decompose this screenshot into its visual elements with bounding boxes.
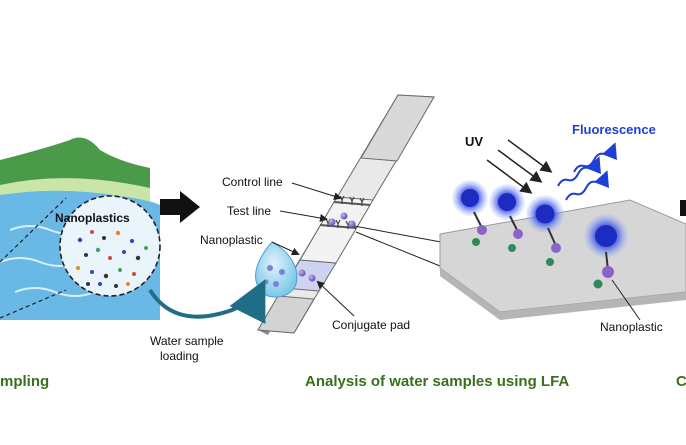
process-arrow-partial <box>680 200 686 216</box>
fluorescence-panel: UV Fluorescence Nanoplastic <box>439 122 686 334</box>
process-arrow <box>160 191 200 223</box>
caption-sampling: mpling <box>0 373 49 390</box>
nanoplastic-label: Nanoplastic <box>200 233 263 247</box>
zoom-line <box>355 231 441 267</box>
test-line-beads <box>328 212 356 228</box>
caption-right-edge: C <box>676 373 686 390</box>
caption-analysis: Analysis of water samples using LFA <box>305 373 569 390</box>
control-line-label: Control line <box>222 175 283 189</box>
absorbent-pad <box>360 94 435 162</box>
fluorescence-waves <box>557 142 617 201</box>
nanoplastics-zoom-circle <box>59 195 161 297</box>
nanoplastic-right-label: Nanoplastic <box>600 320 663 334</box>
uv-rays <box>486 139 553 194</box>
nanoplastics-label: Nanoplastics <box>55 211 130 225</box>
sample-pad <box>257 295 315 334</box>
particle-cloud <box>76 230 148 288</box>
uv-label: UV <box>465 134 483 149</box>
lfa-strip <box>257 94 435 335</box>
conjugate-pad-label: Conjugate pad <box>332 318 410 332</box>
nanoplastic-right-leader <box>611 279 641 321</box>
fluorescence-label: Fluorescence <box>572 122 656 137</box>
water-sample-label: Water sample loading <box>150 334 227 363</box>
water-wave <box>14 287 96 297</box>
test-line-leader <box>279 210 328 222</box>
platform-edge <box>440 268 686 320</box>
fluorescent-conjugate <box>526 195 564 266</box>
fluorescent-conjugate <box>452 180 488 246</box>
sampling-scene: Nanoplastics <box>0 137 161 320</box>
conjugate-pad-leader <box>316 280 355 317</box>
control-line-leader <box>291 182 342 201</box>
fluorescent-conjugate <box>489 184 525 252</box>
conjugate-beads <box>298 269 316 282</box>
nanoplastic-leader <box>271 241 300 256</box>
fluorescent-conjugate <box>584 214 628 289</box>
zoom-line <box>0 289 67 319</box>
zoom-line <box>0 197 67 263</box>
test-line-label: Test line <box>227 204 271 218</box>
zoom-line <box>353 225 453 245</box>
membrane <box>299 196 374 264</box>
water-drop <box>255 241 298 298</box>
sample-loading-arrow <box>148 279 266 324</box>
